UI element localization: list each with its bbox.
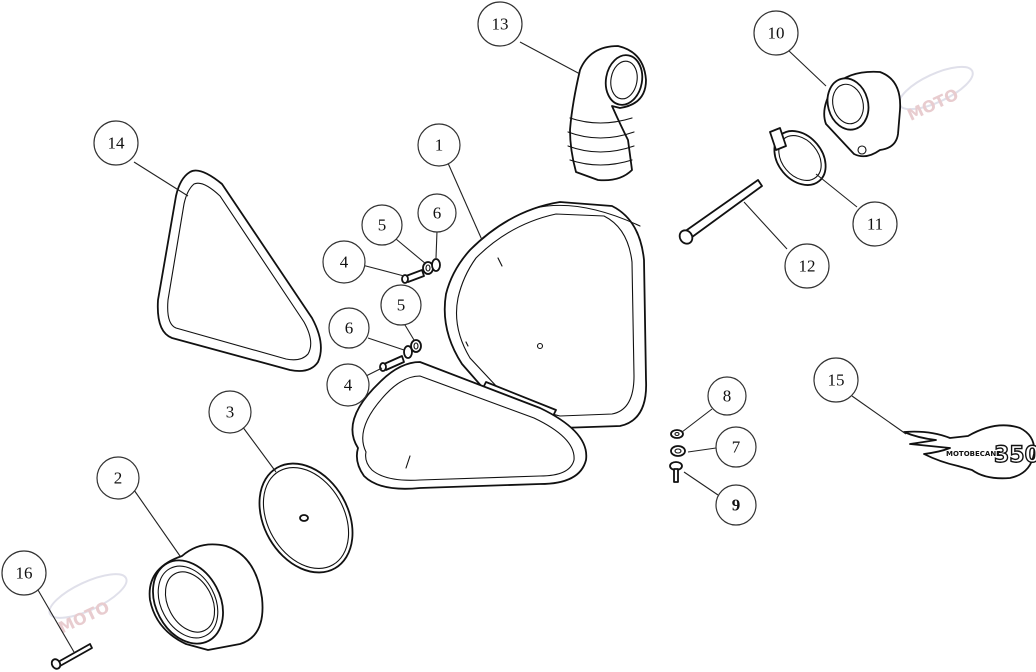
- callout-14: 14: [93, 120, 139, 166]
- callout-2: 2: [96, 456, 140, 500]
- callout-label: 8: [723, 387, 732, 406]
- callout-label: 12: [799, 257, 816, 276]
- part-4-screw-lower: [379, 355, 405, 372]
- part-2-filter-element: [148, 543, 264, 651]
- callout-1: 1: [417, 123, 461, 167]
- part-9-screw: [669, 461, 683, 483]
- callout-16: 16: [1, 550, 47, 596]
- callout-12: 12: [784, 243, 830, 289]
- callout-8: 8: [707, 376, 747, 416]
- callout-4-lower: 4: [326, 363, 370, 407]
- callout-13: 13: [477, 1, 523, 47]
- svg-text:MOTO: MOTO: [904, 85, 961, 125]
- callout-label: 16: [16, 564, 33, 583]
- callout-5-lower: 5: [380, 284, 422, 326]
- callout-4-upper: 4: [322, 240, 366, 284]
- part-15-badge: MOTOBECANE 350: [903, 424, 1036, 480]
- callout-10: 10: [753, 10, 799, 56]
- badge-number: 350: [994, 443, 1036, 468]
- part-16-bolt: [50, 643, 93, 670]
- part-10-adapter: [823, 70, 902, 158]
- callout-label: 4: [344, 376, 353, 395]
- callout-label: 3: [226, 403, 235, 422]
- callout-7: 7: [715, 426, 757, 468]
- part-1-airbox-cover: [351, 361, 588, 490]
- callout-label: 2: [114, 469, 123, 488]
- callout-label: 5: [397, 296, 406, 315]
- callout-6-upper: 6: [417, 193, 457, 233]
- svg-text:MOTOBECANE: MOTOBECANE: [946, 450, 1001, 458]
- callout-label: 4: [340, 253, 349, 272]
- callout-label: 7: [732, 438, 741, 457]
- callout-label: 11: [867, 215, 883, 234]
- callout-5-upper: 5: [361, 204, 403, 246]
- callout-3: 3: [208, 390, 252, 434]
- callout-label: 9: [732, 496, 741, 515]
- part-8-washer: [670, 429, 684, 439]
- callout-label: 15: [828, 371, 845, 390]
- watermark-moto-logo-top-right: MOTO: [898, 65, 974, 125]
- callout-11: 11: [852, 201, 898, 247]
- callout-label: 10: [768, 24, 785, 43]
- part-12-long-bolt: [678, 179, 763, 245]
- callout-label: 6: [345, 319, 354, 338]
- callout-label: 13: [492, 15, 509, 34]
- svg-text:MOTO: MOTO: [55, 597, 112, 637]
- part-3-filter-disc: [258, 462, 354, 574]
- callout-9: 9: [715, 484, 757, 526]
- callout-label: 5: [378, 216, 387, 235]
- callout-6-lower: 6: [328, 307, 370, 349]
- part-7-nut: [670, 445, 686, 457]
- part-14-belt: [156, 169, 322, 372]
- part-11-hose-clamp: [769, 127, 827, 186]
- part-13-intake-elbow: [567, 45, 647, 182]
- callout-label: 6: [433, 204, 442, 223]
- watermark-moto-logo-bottom-left: MOTO: [48, 573, 128, 637]
- part-5-washer-lower: [410, 339, 422, 353]
- part-6-washer-lower: [403, 345, 413, 359]
- callout-label: 1: [435, 136, 444, 155]
- part-5-washer-upper: [422, 261, 434, 275]
- callout-label: 14: [108, 134, 126, 153]
- callout-15: 15: [813, 357, 859, 403]
- part-6-washer-upper: [431, 258, 441, 272]
- part-4-screw-upper: [401, 269, 425, 284]
